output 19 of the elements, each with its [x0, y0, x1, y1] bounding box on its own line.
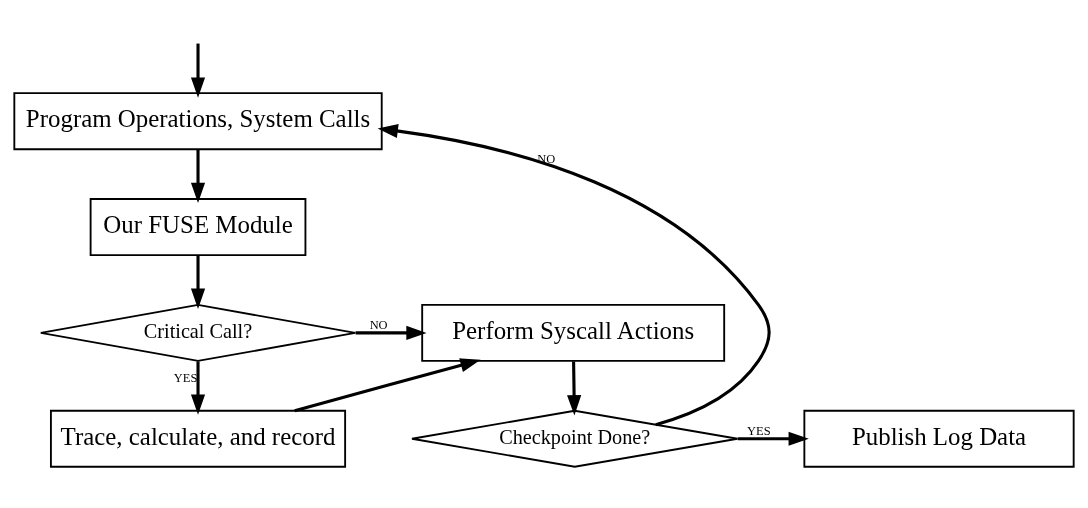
node-box: Program Operations, System Calls — [13, 91, 383, 150]
arrow — [377, 123, 771, 426]
arrow — [294, 357, 481, 412]
arrow — [190, 149, 206, 203]
node-diamond: Checkpoint Done? — [411, 409, 739, 468]
arrow — [737, 431, 809, 446]
node-box: Our FUSE Module — [89, 197, 307, 256]
node-diamond: Critical Call? — [39, 303, 357, 362]
arrow — [190, 43, 206, 98]
arrow — [190, 360, 206, 415]
edge-label: NO — [369, 317, 388, 332]
arrow — [355, 325, 427, 340]
node-box: Trace, calculate, and record — [49, 409, 347, 468]
arrow — [567, 360, 582, 415]
edge-label: YES — [173, 370, 198, 385]
node-box: Publish Log Data — [803, 409, 1075, 468]
arrow — [190, 255, 206, 309]
edge-label: YES — [747, 423, 771, 438]
node-box: Perform Syscall Actions — [421, 303, 726, 362]
